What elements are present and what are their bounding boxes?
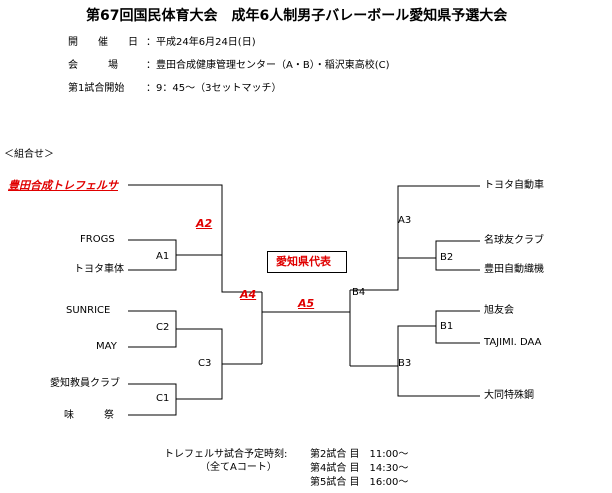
match-b3: B3: [398, 358, 412, 369]
match-a4: A4: [240, 288, 257, 301]
match-a3: A3: [398, 215, 412, 226]
team-kyokuyukai: 旭友会: [484, 305, 514, 316]
venue-label: 会 場: [68, 60, 118, 71]
team-meikyuyu: 名球友クラブ: [484, 235, 544, 246]
team-daido-tokushuko: 大同特殊鋼: [484, 390, 534, 401]
team-toyoda-gosei: 豊田合成トレフェルサ: [8, 179, 118, 192]
match-c3: C3: [198, 358, 212, 369]
venue-value: ：豊田合成健康管理センター（A・B）・稲沢東高校(C): [146, 60, 390, 71]
start-value: ：9：45～（3セットマッチ）: [146, 83, 282, 94]
match-b1: B1: [440, 321, 454, 332]
match-a2: A2: [196, 217, 213, 230]
schedule-label: トレフェルサ試合予定時刻:: [164, 449, 288, 460]
start-label: 第1試合開始: [68, 83, 125, 94]
schedule-row: 第2試合 目 11:00～: [310, 449, 409, 460]
match-c2: C2: [156, 322, 170, 333]
team-aichi-kyoin: 愛知教員クラブ: [50, 378, 120, 389]
team-toyoda-shokki: 豊田自動織機: [484, 264, 544, 275]
date-label: 開 催 日: [68, 37, 138, 48]
team-toyota-jidosha: トヨタ自動車: [484, 180, 544, 191]
match-a5: A5: [298, 297, 315, 310]
representative-box: 愛知県代表: [267, 251, 347, 273]
match-b4: B4: [352, 287, 366, 298]
team-sunrice: SUNRICE: [66, 305, 111, 316]
schedule-row: 第5試合 目 16:00～: [310, 477, 409, 488]
representative-label: 愛知県代表: [276, 255, 331, 268]
page-title: 第67回国民体育大会 成年6人制男子バレーボール愛知県予選大会: [86, 8, 508, 24]
schedule-row: 第4試合 目 14:30～: [310, 463, 409, 474]
bracket-heading: ＜組合せ＞: [4, 149, 54, 160]
match-a1: A1: [156, 251, 170, 262]
team-may: MAY: [96, 341, 117, 352]
match-b2: B2: [440, 252, 454, 263]
date-value: ：平成24年6月24日(日): [146, 37, 256, 48]
team-toyota-shatai: トヨタ車体: [74, 264, 124, 275]
match-c1: C1: [156, 393, 170, 404]
schedule-note: （全てAコート）: [200, 462, 277, 473]
team-mi-sai: 味 祭: [64, 410, 114, 421]
team-tajimi-daa: TAJIMI. DAA: [484, 337, 542, 348]
team-frogs: FROGS: [80, 234, 115, 245]
